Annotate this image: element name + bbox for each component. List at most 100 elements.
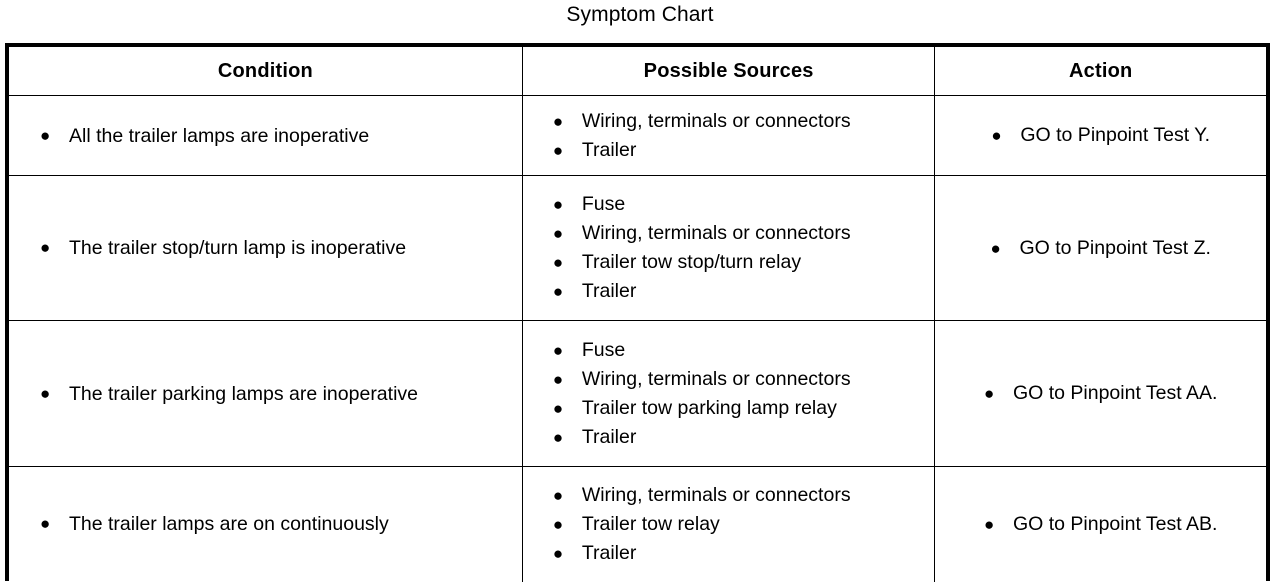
list-item-label: Fuse	[581, 338, 626, 361]
bullet-icon: ●	[40, 238, 51, 257]
sources-content: ● Wiring, terminals or connectors ● Traile…	[523, 103, 935, 169]
sources-content: ● Fuse ● Wiring, terminals or connectors ●…	[523, 332, 935, 456]
cell-possible-sources: ● Wiring, terminals or connectors ● Traile…	[521, 95, 936, 176]
list-item: ● GO to Pinpoint Test AA.	[984, 379, 1218, 408]
list-item-label: Trailer	[581, 541, 637, 564]
list-item: ●GO to Pinpoint Test AB.	[984, 510, 1218, 539]
condition-content: ●The trailer stop/turn lamp is inoperati…	[9, 231, 522, 265]
condition-list: ● The trailer parking lamps are inoperati…	[40, 381, 514, 407]
table-row: ● All the trailer lamps are inoperative ●…	[9, 95, 1266, 176]
table-row: ●The trailer stop/turn lamp is inoperati…	[9, 175, 1266, 321]
bullet-icon: ●	[552, 224, 564, 243]
list-item: ● Trailer	[553, 277, 929, 306]
bullet-icon: ●	[983, 384, 995, 403]
list-item: ● The trailer lamps are on continuously	[40, 511, 514, 537]
cell-action: ●GO to Pinpoint Test Y.	[934, 95, 1266, 176]
condition-list: ●The trailer stop/turn lamp is inoperati…	[40, 235, 514, 261]
list-item-label: Wiring, terminals or connectors	[581, 483, 851, 506]
list-item: ●Fuse	[553, 190, 929, 219]
bullet-icon: ●	[552, 514, 564, 534]
list-item: ● The trailer parking lamps are inoperati…	[40, 381, 514, 407]
action-list: ● GO to Pinpoint Test Z.	[990, 234, 1210, 263]
table-body: ● All the trailer lamps are inoperative ●…	[9, 95, 1266, 582]
list-item-label: Trailer	[581, 425, 637, 448]
action-list: ●GO to Pinpoint Test AB.	[984, 510, 1218, 539]
symptom-chart-table: Condition Possible Sources Action ● All t…	[5, 43, 1270, 582]
column-header-condition: Condition	[9, 47, 523, 96]
cell-condition: ●The trailer stop/turn lamp is inoperati…	[9, 175, 523, 321]
list-item: ●GO to Pinpoint Test Y.	[991, 121, 1210, 150]
list-item: ● Wiring, terminals or connectors	[553, 481, 929, 510]
bullet-icon: ●	[983, 514, 995, 534]
bullet-icon: ●	[991, 126, 1002, 145]
bullet-icon: ●	[552, 398, 564, 418]
cell-condition: ● All the trailer lamps are inoperative	[9, 95, 523, 176]
table-row: ● The trailer parking lamps are inoperati…	[9, 320, 1266, 467]
list-item-label: Wiring, terminals or connectors	[581, 222, 851, 244]
page-title: Symptom Chart	[566, 3, 714, 26]
list-item: ●Trailer tow stop/turn relay	[553, 248, 929, 277]
bullet-icon: ●	[552, 282, 564, 301]
bullet-icon: ●	[40, 125, 51, 145]
bullet-icon: ●	[40, 514, 51, 534]
column-header-action: Action	[934, 47, 1266, 96]
list-item-label: The trailer parking lamps are inoperativ…	[69, 382, 419, 405]
table-header-row: Condition Possible Sources Action	[9, 47, 1266, 96]
cell-action: ● GO to Pinpoint Test Z.	[934, 175, 1266, 321]
list-item: ● Trailer	[553, 423, 929, 452]
action-content: ●GO to Pinpoint Test AB.	[935, 506, 1266, 543]
list-item-label: Trailer	[581, 280, 637, 302]
list-item: ● Wiring, terminals or connectors	[553, 219, 929, 248]
list-item: ● Trailer	[553, 539, 929, 568]
condition-list: ● All the trailer lamps are inoperative	[40, 123, 514, 149]
bullet-icon: ●	[552, 369, 564, 389]
list-item-label: GO to Pinpoint Test Z.	[1019, 236, 1211, 259]
bullet-icon: ●	[990, 238, 1001, 258]
list-item: ●The trailer stop/turn lamp is inoperati…	[40, 235, 514, 261]
action-content: ● GO to Pinpoint Test AA.	[935, 375, 1266, 412]
action-content: ● GO to Pinpoint Test Z.	[935, 230, 1266, 267]
list-item: ● Wiring, terminals or connectors	[553, 365, 929, 394]
condition-content: ● The trailer parking lamps are inoperati…	[9, 377, 522, 411]
bullet-icon: ●	[552, 543, 564, 563]
list-item-label: Wiring, terminals or connectors	[581, 367, 851, 390]
sources-list: ●Fuse ●Wiring, terminals or connectors ●…	[553, 190, 929, 306]
cell-possible-sources: ● Fuse ● Wiring, terminals or connectors ●…	[521, 320, 936, 467]
list-item: ● Trailer tow parking lamp relay	[553, 394, 929, 423]
bullet-icon: ●	[552, 427, 564, 447]
list-item: ● Trailer tow relay	[553, 510, 929, 539]
condition-list: ● The trailer lamps are on continuously	[40, 511, 514, 537]
list-item-label: Wiring, terminals or connectors	[581, 109, 851, 132]
cell-action: ●GO to Pinpoint Test AB.	[934, 466, 1266, 582]
list-item-label: Trailer tow stop/turn relay	[581, 251, 802, 273]
sources-content: ●Fuse ●Wiring, terminals or connectors ●…	[523, 186, 935, 310]
bullet-icon: ●	[40, 383, 51, 403]
list-item-label: All the trailer lamps are inoperative	[69, 124, 370, 147]
list-item-label: Trailer	[581, 138, 637, 161]
list-item-label: Trailer tow parking lamp relay	[581, 396, 837, 419]
sources-list: ● Wiring, terminals or connectors ● Traile…	[553, 481, 929, 568]
condition-content: ● The trailer lamps are on continuously	[9, 507, 522, 541]
list-item-label: GO to Pinpoint Test AA.	[1012, 382, 1218, 404]
sources-list: ● Fuse ● Wiring, terminals or connectors ●…	[553, 336, 929, 452]
list-item: ● Wiring, terminals or connectors	[553, 107, 929, 136]
list-item-label: Trailer tow relay	[581, 512, 720, 535]
condition-content: ● All the trailer lamps are inoperative	[9, 119, 522, 153]
cell-action: ● GO to Pinpoint Test AA.	[934, 320, 1266, 467]
column-header-possible-sources: Possible Sources	[521, 47, 936, 96]
cell-possible-sources: ● Wiring, terminals or connectors ● Traile…	[521, 466, 936, 582]
action-list: ● GO to Pinpoint Test AA.	[984, 379, 1218, 408]
bullet-icon: ●	[552, 111, 564, 131]
bullet-icon: ●	[552, 485, 564, 505]
bullet-icon: ●	[552, 140, 564, 160]
bullet-icon: ●	[552, 340, 564, 360]
table-grid: Condition Possible Sources Action ● All t…	[9, 47, 1266, 582]
list-item-label: Fuse	[581, 193, 626, 215]
cell-condition: ● The trailer lamps are on continuously	[9, 466, 523, 582]
list-item: ● GO to Pinpoint Test Z.	[990, 234, 1210, 263]
sources-content: ● Wiring, terminals or connectors ● Traile…	[523, 477, 935, 572]
action-content: ●GO to Pinpoint Test Y.	[935, 117, 1266, 154]
list-item-label: The trailer lamps are on continuously	[69, 513, 389, 536]
cell-condition: ● The trailer parking lamps are inoperati…	[9, 320, 523, 467]
